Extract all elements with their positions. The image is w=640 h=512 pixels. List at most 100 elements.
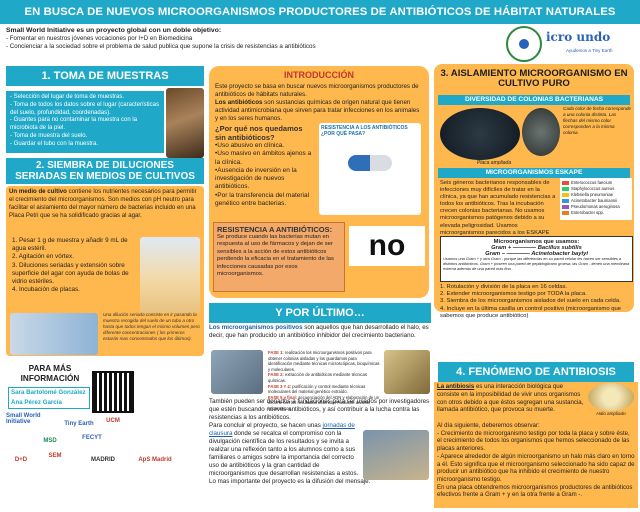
- globe-icon: [506, 26, 542, 62]
- petri-plate-zoom: [522, 108, 560, 156]
- culture-medium-term: Un medio de cultivo: [9, 188, 67, 195]
- s1-step: - Toma de todos los datos sobre el lugar…: [10, 101, 159, 116]
- s2-step: 1. Pesar 1 g de muestra y añadir 9 mL de…: [12, 237, 128, 253]
- logo-name: icro undo: [546, 30, 611, 44]
- legend-swatch: [562, 193, 569, 197]
- positive-microorganisms-term: Los microorganismos positivos: [209, 324, 303, 331]
- sponsor-logo: ApS Madrid: [138, 457, 172, 463]
- phase-tag: FASE 5 y final:: [268, 394, 298, 400]
- sponsor-logo: MSD: [43, 438, 57, 444]
- positive-microorganisms-definition: son aquellos que han desarrollado el hal…: [209, 324, 429, 339]
- eskape-legend: Enterococcus faecium Staphylococcus aure…: [560, 178, 632, 220]
- lab-photo: [211, 350, 263, 394]
- section-4-body: Al día siguiente, deberemos observar: - …: [437, 422, 635, 499]
- legend-swatch: [562, 205, 569, 209]
- introduction-p2: Los antibióticos son sustancias químicas…: [215, 99, 423, 123]
- sponsor-logo: D+D: [14, 457, 28, 463]
- author-1: Sara Bartolomé González: [11, 389, 86, 396]
- intro-goal-1: - Fomentar en nuestros jóvenes vocacione…: [6, 35, 193, 43]
- phase-item: FASE 3 Y 4: purificación y control media…: [268, 384, 382, 395]
- legend-label: Enterococcus faecium: [571, 180, 613, 185]
- finally-p4: Lo mas importante del proyecto es la dif…: [209, 478, 371, 485]
- sponsor-logo: UCM: [106, 418, 120, 424]
- plates-photo: [384, 350, 430, 394]
- s3-step: 3. Siembra de los microorganismos aislad…: [440, 298, 621, 305]
- section-1-steps: - Selección del lugar de toma de muestra…: [6, 91, 164, 153]
- s3-step: 2. Extender microorganismos testigo por …: [440, 291, 587, 298]
- section-1-title: 1. TOMA DE MUESTRAS: [6, 66, 204, 86]
- infographic-title: RESISTENCIA A LOS ANTIBIÓTICOS ¿POR QUÉ …: [321, 125, 408, 137]
- resistance-text: Se produce cuando las bacterias mutan en…: [217, 234, 334, 278]
- phase-text: purificación y control mediante técnicas…: [268, 383, 366, 395]
- logo-subtitle: Ayudemos a Tiny Earth: [566, 48, 613, 53]
- section-4-conclusion: En una placa obtendremos microorganismos…: [437, 483, 633, 499]
- phase-item: FASE 2: extracción de antibióticos media…: [268, 372, 382, 383]
- resistance-infographic: RESISTENCIA A LOS ANTIBIÓTICOS ¿POR QUÉ …: [319, 123, 421, 215]
- reason-item: •Ausencia de inversión en la investigaci…: [215, 166, 297, 191]
- dilution-tubes-illustration: [140, 237, 200, 313]
- sponsor-logo: SEM: [48, 453, 62, 459]
- observe-lead: Al día siguiente, deberemos observar:: [437, 422, 540, 429]
- qr-code[interactable]: [92, 371, 134, 413]
- closing-event-link[interactable]: jornadas de clausura: [209, 422, 355, 437]
- resistance-box: RESISTENCIA A ANTIBIÓTICOS: Se produce c…: [213, 222, 345, 292]
- legend-label: Klebsiella pneumoniae: [571, 192, 614, 197]
- introduction-title: INTRODUCCIÓN: [284, 70, 354, 80]
- sponsor-logo: Small World Initiative: [6, 413, 41, 425]
- gram-positive-row: Gram + ———— Bacillus subtilis: [491, 245, 582, 251]
- micromundo-logo: icro undo Ayudemos a Tiny Earth: [506, 26, 634, 64]
- finally-body: También pueden ser donados a fundaciones…: [209, 398, 431, 510]
- phase-tag: FASE 3 Y 4:: [268, 383, 292, 389]
- table-title: Microorganismos que usamos:: [493, 239, 580, 245]
- sponsor-logo: FECYT: [82, 435, 102, 441]
- dilution-caption: Una dilución seriada consiste en ir pasa…: [103, 312, 200, 341]
- phase-item: FASE 5 y final: secuenciación del ADN y …: [268, 395, 382, 412]
- legend-swatch: [562, 199, 569, 203]
- section-2-text: Un medio de cultivo contiene los nutrien…: [9, 188, 201, 220]
- finally-p1: Los microorganismos positivos son aquell…: [209, 324, 431, 340]
- antibiosis-text: es una interacción biológica que consist…: [437, 383, 584, 414]
- legend-swatch: [562, 187, 569, 191]
- antibiosis-term: La antibiosis: [437, 383, 475, 390]
- introduction-p1: Este proyecto se basa en buscar nuevos m…: [215, 83, 419, 98]
- no-text: no: [368, 229, 406, 262]
- poster-title: EN BUSCA DE NUEVOS MICROORGANISMOS PRODU…: [24, 6, 616, 18]
- s1-step: - Toma de muestra del suelo.: [10, 132, 88, 139]
- resistance-title: RESISTENCIA A ANTIBIÓTICOS:: [217, 225, 333, 234]
- antibiotics-term: Los antibióticos: [215, 99, 263, 106]
- eskape-title: MICROORGANISMOS ESKAPE: [438, 168, 630, 178]
- phase-text: realización los microorganismos positivo…: [268, 350, 380, 372]
- intro-goal-2: - Concienciar a la sociedad sobre el pro…: [6, 43, 316, 51]
- section-3-steps: 1. Rotulación y división de la placa en …: [440, 284, 632, 320]
- table-note: Usamos una Gram + y otra Gram - porque l…: [443, 256, 630, 271]
- phase-tag: FASE 1:: [268, 350, 284, 355]
- legend-swatch: [562, 211, 569, 215]
- why-question: ¿Por qué nos quedamos sin antibióticos?: [215, 124, 303, 142]
- s2-step: 4. Incubación de placas.: [12, 286, 80, 294]
- section-3-title: 3. AISLAMIENTO MICROORGANISMO EN CULTIVO…: [440, 67, 628, 89]
- poster-title-bar: EN BUSCA DE NUEVOS MICROORGANISMOS PRODU…: [0, 0, 640, 24]
- legend-label: Staphylococcus aureus: [571, 186, 615, 191]
- reason-item: •Uso abusivo en clínica.: [215, 142, 285, 149]
- s2-step: 3. Diluciones seriadas y extensión sobre…: [12, 261, 129, 286]
- legend-label: Pseudomonas aeruginosa: [571, 204, 620, 209]
- diversity-title: DIVERSIDAD DE COLONIAS BACTERIANAS: [438, 95, 630, 105]
- observation-1: - Crecimiento de microorganismo testigo …: [437, 429, 630, 453]
- more-info-label: PARA MÁS INFORMACIÓN: [20, 364, 80, 383]
- project-intro: Small World Initiative es un proyecto gl…: [6, 27, 476, 52]
- microorganisms-table: Microorganismos que usamos: Gram + ———— …: [440, 236, 633, 282]
- section-4-title: 4. FENÓMENO DE ANTIBIOSIS: [438, 362, 634, 382]
- finally-p3: Para concluir el proyecto, se hacen unas…: [209, 422, 359, 478]
- phases-list: FASE 1: realización los microorganismos …: [268, 350, 382, 411]
- eskape-text: Seis géneros bacterianos responsables de…: [440, 180, 556, 243]
- finally-p3-post: donde se recalca el compromiso con la di…: [209, 430, 359, 477]
- s1-step: - Guantes para no contaminar la muestra …: [10, 117, 138, 132]
- phase-tag: FASE 2:: [268, 372, 284, 378]
- sponsor-logo: Tiny Earth: [64, 421, 94, 427]
- reasons-list: •Uso abusivo en clínica. •Uso masivo en …: [215, 142, 315, 208]
- legend-swatch: [562, 181, 569, 185]
- antibiotics-definition: son sustancias químicas de origen natura…: [215, 99, 420, 122]
- no-logo: no: [349, 226, 425, 266]
- plate-caption: Cada color de fecha corresponde a una co…: [563, 106, 631, 136]
- reason-item: •Uso masivo en ámbitos ajenos a la clíni…: [215, 150, 312, 166]
